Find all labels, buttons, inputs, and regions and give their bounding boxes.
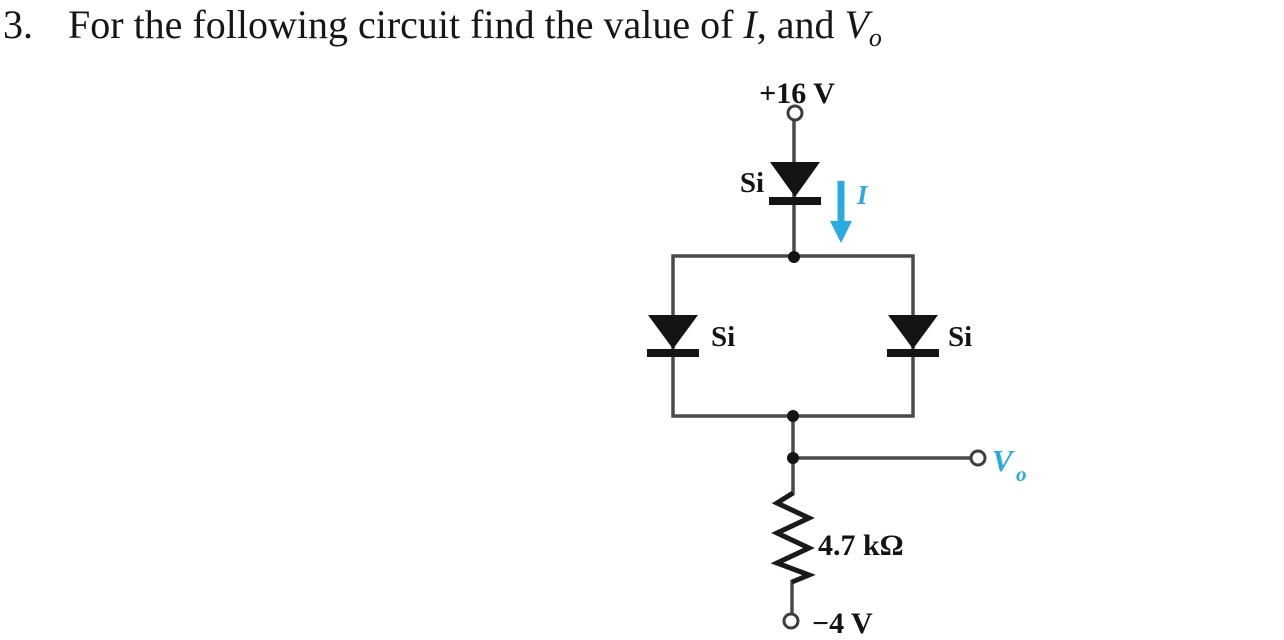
current-arrow-head xyxy=(830,221,852,243)
resistor-symbol xyxy=(770,490,816,585)
terminal-output xyxy=(969,449,987,467)
current-label: I xyxy=(856,180,869,210)
output-voltage-label: V xyxy=(992,443,1015,478)
terminal-top-supply xyxy=(786,104,804,122)
diode-right-label: Si xyxy=(948,321,972,353)
diode-left-cathode-bar xyxy=(647,349,699,357)
problem-title: 3. For the following circuit find the val… xyxy=(3,2,882,51)
supply-top-label: +16 V xyxy=(759,77,835,110)
problem-var-voltage-sub: o xyxy=(868,23,882,52)
output-voltage-label-sub: o xyxy=(1016,462,1027,486)
problem-var-current: I xyxy=(743,2,757,47)
terminal-bottom-supply xyxy=(782,612,800,630)
junction-dot-top xyxy=(788,251,800,263)
diode-top-triangle xyxy=(770,162,820,197)
diode-right-triangle xyxy=(888,315,938,349)
wire-parallel-loop xyxy=(671,254,915,418)
diode-top-label: Si xyxy=(740,167,764,199)
diode-right-cathode-bar xyxy=(887,349,939,357)
supply-bottom-label: −4 V xyxy=(812,607,873,640)
problem-text: For the following circuit find the value… xyxy=(68,2,744,47)
diode-left-label: Si xyxy=(711,321,735,353)
junction-dot-output xyxy=(787,452,799,464)
junction-dot-bottom xyxy=(787,410,799,422)
diode-top-cathode-bar xyxy=(769,197,821,205)
diode-left-triangle xyxy=(648,315,698,349)
problem-text-and: , and xyxy=(756,2,845,47)
problem-number: 3. xyxy=(3,2,33,47)
resistor-label: 4.7 kΩ xyxy=(818,529,904,562)
problem-var-voltage: V xyxy=(844,2,869,47)
